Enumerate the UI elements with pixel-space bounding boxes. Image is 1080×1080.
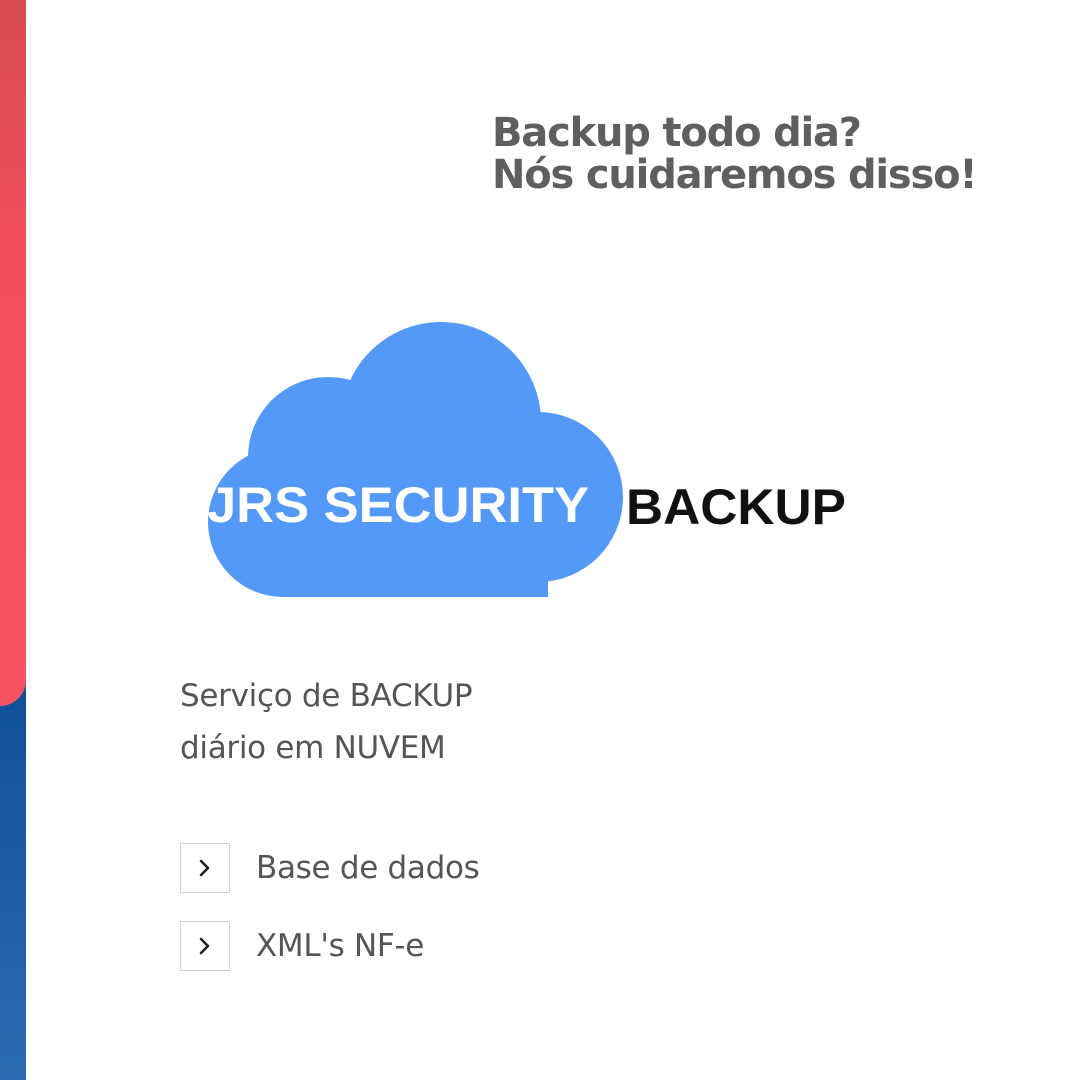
service-description: Serviço de BACKUP diário em NUVEM [180, 670, 473, 774]
cloud-icon [208, 322, 623, 597]
headline: Backup todo dia? Nós cuidaremos disso! [492, 110, 978, 198]
chevron-right-icon [180, 921, 230, 971]
feature-item-base-de-dados: Base de dados [180, 843, 480, 893]
feature-label: Base de dados [256, 850, 480, 886]
headline-line-1: Backup todo dia? [492, 110, 862, 156]
feature-item-xml-nfe: XML's NF-e [180, 921, 424, 971]
jrs-security-backup-logo: JRS SECURITY BACKUP [207, 322, 846, 597]
stripe-red-segment [0, 0, 26, 706]
service-description-line-2: diário em NUVEM [180, 730, 446, 766]
chevron-right-icon [180, 843, 230, 893]
headline-line-2: Nós cuidaremos disso! [492, 152, 978, 198]
feature-label: XML's NF-e [256, 928, 425, 964]
side-accent-stripe [0, 0, 26, 1080]
logo-backup-text: BACKUP [626, 479, 846, 535]
logo-cloud-text: JRS SECURITY [207, 477, 589, 533]
service-description-line-1: Serviço de BACKUP [180, 678, 473, 714]
chevron-right-glyph [199, 937, 210, 955]
chevron-right-glyph [199, 859, 210, 877]
